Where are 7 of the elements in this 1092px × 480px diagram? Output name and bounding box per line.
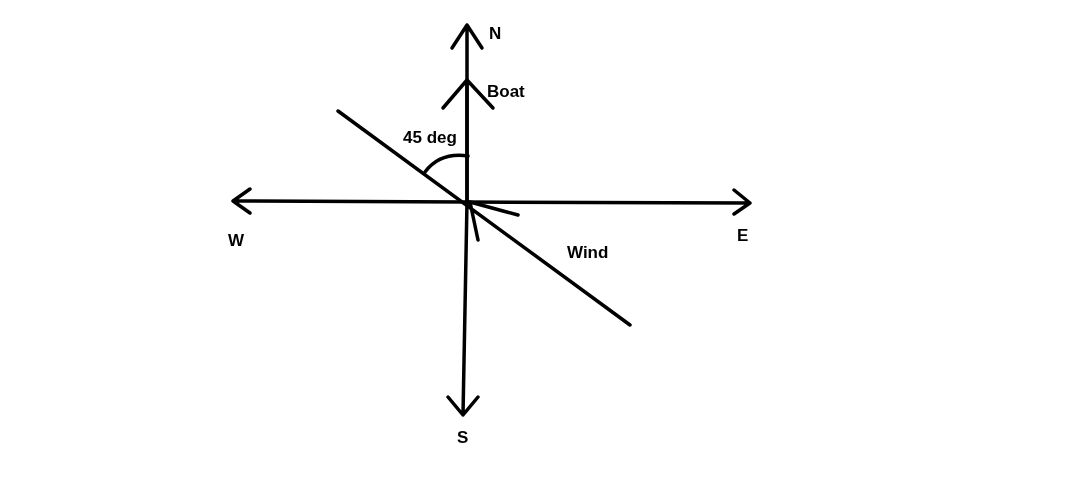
axis-label: N [489,24,502,44]
axis-label: Wind [567,243,609,263]
axis-label: S [457,428,469,448]
axis-label: W [228,231,245,251]
axis-label: 45 deg [403,128,457,148]
axis-label: Boat [487,82,525,102]
axis-label: E [737,226,749,246]
